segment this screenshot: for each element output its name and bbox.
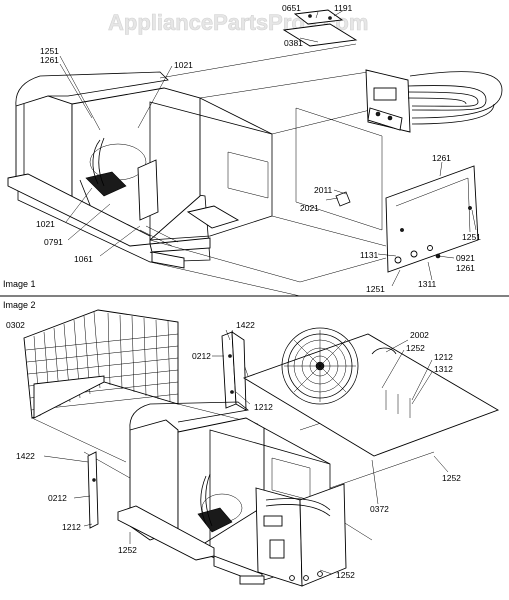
label-2002: 2002	[410, 330, 429, 340]
label-leaders-1	[59, 9, 477, 287]
label-0372: 0372	[370, 504, 389, 514]
label-1261: 1261	[432, 153, 451, 163]
label-1261: 1261	[456, 263, 475, 273]
label-1021: 1021	[36, 219, 55, 229]
label-0651: 0651	[282, 3, 301, 13]
label-1312: 1312	[434, 364, 453, 374]
label-1191: 1191	[334, 3, 353, 13]
label-2011: 2011	[314, 185, 333, 195]
top-cover-plate	[282, 9, 358, 47]
label-1251: 1251	[366, 284, 385, 294]
label-1212: 1212	[434, 352, 453, 362]
label-1252: 1252	[406, 343, 425, 353]
label-1252: 1252	[442, 473, 461, 483]
exploded-leader-lines-1	[149, 43, 387, 297]
label-1212: 1212	[62, 522, 81, 532]
label-0791: 0791	[44, 237, 63, 247]
label-0302: 0302	[6, 320, 25, 330]
label-1422: 1422	[236, 320, 255, 330]
label-1212: 1212	[254, 402, 273, 412]
label-2021: 2021	[300, 203, 319, 213]
image2-drawing	[23, 309, 500, 587]
label-1021: 1021	[174, 60, 193, 70]
label-1252: 1252	[336, 570, 355, 580]
label-1131: 1131	[360, 250, 379, 260]
corner-post-top	[221, 331, 247, 411]
condenser-coil-grille	[23, 309, 179, 419]
label-0212: 0212	[192, 351, 211, 361]
label-0921: 0921	[456, 253, 475, 263]
label-0212: 0212	[48, 493, 67, 503]
heater-kit	[365, 69, 503, 133]
label-0381: 0381	[284, 38, 303, 48]
label-1261: 1261	[40, 55, 59, 65]
limit-switch	[325, 191, 351, 207]
label-1422: 1422	[16, 451, 35, 461]
cabinet-unit-2	[117, 401, 347, 587]
label-1251: 1251	[40, 46, 59, 56]
label-1311: 1311	[418, 279, 437, 289]
top-panel-fan	[242, 327, 500, 457]
image2-caption: Image 2	[3, 300, 36, 310]
corner-post-left	[87, 451, 99, 529]
image1-caption: Image 1	[3, 279, 36, 289]
label-1061: 1061	[74, 254, 93, 264]
access-panel-1	[385, 165, 479, 273]
cabinet-unit-1	[7, 71, 273, 269]
label-leaders-2	[43, 329, 449, 575]
label-1252: 1252	[118, 545, 137, 555]
image1-drawing	[7, 9, 503, 297]
label-1251: 1251	[462, 232, 481, 242]
